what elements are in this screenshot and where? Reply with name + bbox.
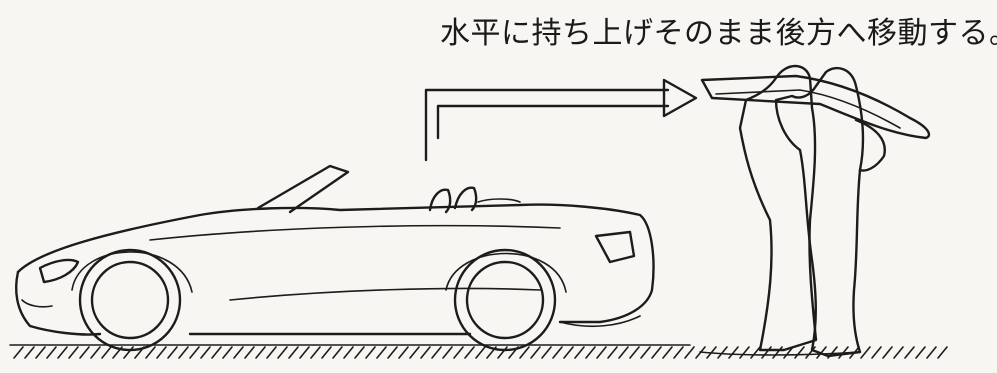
people-carrying-roof	[699, 64, 931, 358]
movement-arrow	[424, 78, 698, 162]
convertible-car	[15, 164, 655, 352]
ground-hatching	[9, 344, 948, 359]
instruction-caption: 水平に持ち上げそのまま後方へ移動する。	[440, 16, 997, 51]
